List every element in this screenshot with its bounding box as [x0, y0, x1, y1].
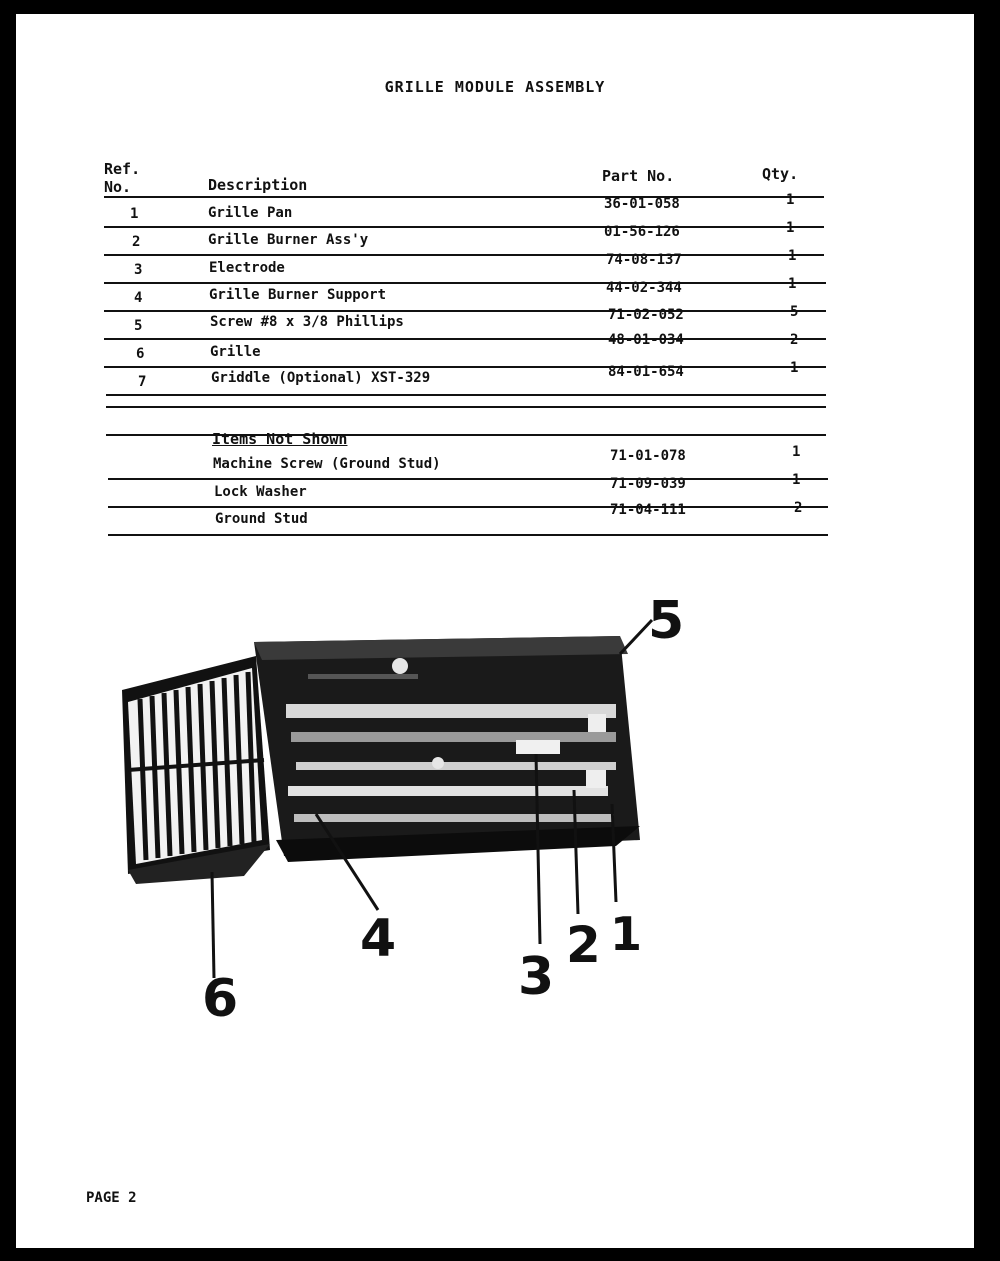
row-qty: 5 — [790, 304, 799, 320]
row-qty: 1 — [786, 220, 795, 236]
row-qty: 1 — [792, 444, 801, 460]
page-label: PAGE 2 — [86, 1190, 137, 1206]
row-ref: 7 — [138, 374, 147, 390]
header-part-no: Part No. — [602, 167, 675, 185]
header-ref-line1: Ref. — [104, 160, 141, 178]
row-part-no: 44-02-344 — [606, 280, 682, 296]
row-ref: 2 — [132, 234, 141, 250]
document-title: GRILLE MODULE ASSEMBLY — [384, 78, 606, 96]
row-qty: 1 — [786, 192, 795, 208]
row-ref: 6 — [136, 346, 145, 362]
row-description: Grille Burner Support — [209, 287, 387, 303]
assembly-diagram — [122, 618, 654, 979]
row-rule — [108, 534, 828, 536]
row-rule — [104, 226, 824, 228]
row-part-no: 71-09-039 — [610, 476, 686, 492]
row-qty: 2 — [790, 332, 799, 348]
row-part-no: 01-56-126 — [604, 224, 680, 240]
row-qty: 1 — [788, 276, 797, 292]
callout-4: 4 — [360, 909, 396, 969]
row-qty: 1 — [788, 248, 797, 264]
row-rule — [104, 338, 826, 340]
leader-lines — [210, 618, 654, 979]
row-description: Ground Stud — [215, 511, 308, 527]
row-ref: 1 — [130, 206, 139, 222]
row-ref: 3 — [134, 262, 143, 278]
callout-5: 5 — [648, 591, 684, 651]
header-description: Description — [208, 176, 308, 194]
row-description: Screw #8 x 3/8 Phillips — [210, 314, 404, 330]
row-rule — [104, 310, 826, 312]
section-rule — [106, 434, 826, 436]
row-rule — [104, 282, 826, 284]
callout-6: 6 — [202, 969, 238, 1029]
row-part-no: 71-04-111 — [610, 502, 686, 518]
row-rule — [104, 366, 826, 368]
grille-pan-illustration — [254, 636, 640, 862]
row-rule — [108, 506, 828, 508]
row-qty: 1 — [790, 360, 799, 376]
row-rule — [104, 254, 824, 256]
row-qty: 2 — [794, 500, 803, 516]
row-description: Electrode — [209, 260, 285, 276]
row-rule — [108, 478, 828, 480]
row-ref: 5 — [134, 318, 143, 334]
header-qty: Qty. — [762, 165, 799, 183]
row-part-no: 71-01-078 — [610, 448, 686, 464]
row-ref: 4 — [134, 290, 143, 306]
row-part-no: 71-02-052 — [608, 307, 684, 323]
row-description: Grille — [210, 344, 261, 360]
row-description: Machine Screw (Ground Stud) — [213, 456, 441, 472]
header-ref-line2: No. — [104, 178, 132, 196]
row-part-no: 84-01-654 — [608, 364, 684, 380]
callout-layer: 5 1 2 3 4 6 — [202, 591, 684, 1029]
row-description: Grille Pan — [208, 205, 293, 221]
row-part-no: 36-01-058 — [604, 196, 680, 212]
row-description: Griddle (Optional) XST-329 — [211, 370, 431, 386]
callout-2: 2 — [566, 916, 601, 974]
row-part-no: 48-01-034 — [608, 332, 684, 348]
grille-illustration — [122, 656, 270, 884]
row-part-no: 74-08-137 — [606, 252, 682, 268]
blank-row-rule — [106, 406, 826, 408]
row-qty: 1 — [792, 472, 801, 488]
callout-1: 1 — [610, 907, 642, 961]
row-rule — [106, 394, 826, 396]
row-description: Grille Burner Ass'y — [208, 232, 369, 248]
document-page: GRILLE MODULE ASSEMBLY Ref. No. Descript… — [16, 14, 974, 1248]
callout-3: 3 — [518, 947, 554, 1007]
row-description: Lock Washer — [214, 484, 307, 500]
header-rule — [104, 196, 824, 198]
